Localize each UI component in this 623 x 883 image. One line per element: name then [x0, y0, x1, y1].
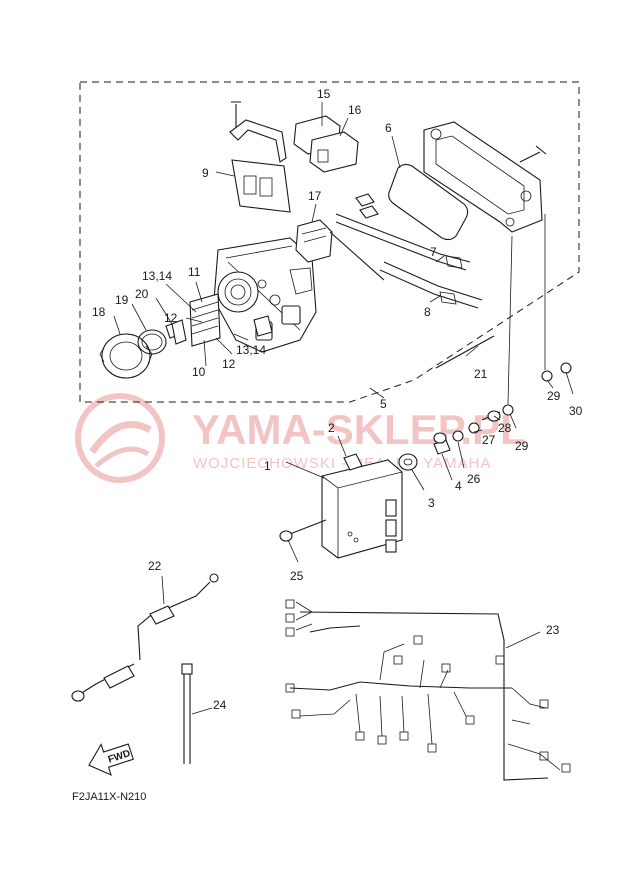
callout-2: 2	[328, 421, 335, 435]
callout-18: 18	[92, 305, 106, 319]
callout-12b: 12	[222, 357, 236, 371]
diagram-code: F2JA11X-N210	[72, 791, 146, 803]
fittings	[355, 193, 379, 219]
flange-plate	[423, 121, 543, 233]
collar-4	[433, 432, 451, 455]
callout-21: 21	[474, 367, 488, 381]
cable-tie-24	[181, 663, 193, 764]
bracket-screw	[229, 101, 287, 163]
connector-20	[171, 319, 187, 345]
callout-25: 25	[290, 569, 304, 583]
assembly-boundary	[79, 81, 580, 403]
watermark-tagline: WOJCIECHOWSKI - DEALER YAMAHA	[193, 455, 491, 472]
callout-10: 10	[192, 365, 206, 379]
callout-6: 6	[385, 121, 392, 135]
callout-29b: 29	[515, 439, 529, 453]
washer-29b	[502, 404, 514, 416]
connector-13-14	[253, 315, 273, 337]
cover-plate-9	[231, 159, 291, 213]
washer-26	[452, 430, 464, 442]
cable-22	[71, 573, 219, 702]
callout-1314b: 13,14	[236, 343, 266, 357]
callout-11: 11	[188, 265, 201, 279]
cable-8	[329, 231, 483, 309]
callout-24: 24	[213, 698, 227, 712]
relay-16	[309, 131, 359, 173]
callouts: 15 16 6 9 17 7 13,14 11 8 19 20 18 12 13…	[92, 87, 583, 712]
callout-19: 19	[115, 293, 129, 307]
wire-harness-23	[285, 599, 571, 781]
nut-30	[560, 362, 572, 374]
watermark-logo-icon	[75, 393, 165, 483]
callout-1: 1	[264, 459, 271, 473]
fwd-arrow-icon: FWD	[88, 743, 134, 776]
bolt-25	[279, 519, 327, 542]
gasket-6	[388, 163, 469, 241]
o-ring-19	[137, 329, 167, 355]
callout-17: 17	[308, 189, 322, 203]
sensor-17	[295, 219, 333, 263]
ecu-module-1	[321, 453, 403, 559]
callout-16: 16	[348, 103, 362, 117]
washer-27	[468, 422, 480, 434]
throttle-body	[213, 237, 317, 353]
bolt-top-right	[519, 145, 547, 163]
callout-8: 8	[424, 305, 431, 319]
terminal-block-10-11	[189, 293, 221, 347]
callout-9: 9	[202, 166, 209, 180]
callout-30: 30	[569, 404, 583, 418]
grommet-3	[398, 453, 418, 471]
callout-7: 7	[430, 245, 437, 259]
callout-1314a: 13,14	[142, 269, 172, 283]
callout-29a: 29	[547, 389, 561, 403]
callout-3: 3	[428, 496, 435, 510]
washer-29a	[541, 370, 553, 382]
callout-27: 27	[482, 433, 496, 447]
rod-21	[435, 335, 495, 369]
leader-lines	[113, 102, 574, 715]
cable-7	[335, 213, 471, 271]
callout-28: 28	[498, 421, 512, 435]
callout-26: 26	[467, 472, 481, 486]
callout-15: 15	[317, 87, 331, 101]
callout-22: 22	[148, 559, 162, 573]
callout-23: 23	[546, 623, 560, 637]
cap-18	[99, 333, 153, 379]
callout-5: 5	[380, 397, 387, 411]
callout-12a: 12	[164, 311, 178, 325]
callout-4: 4	[455, 479, 462, 493]
callout-20: 20	[135, 287, 149, 301]
